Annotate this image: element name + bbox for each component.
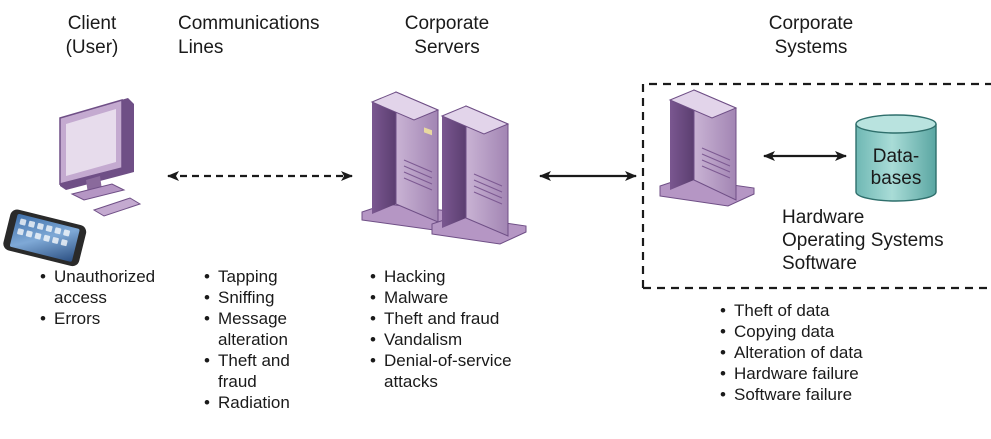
list-item: Radiation [204,392,290,413]
database-icon [855,114,937,202]
corporate-server-icon-2 [431,105,527,245]
list-item: Malware [370,287,512,308]
header-client-line1: Client [67,13,117,34]
list-item: Hacking [370,266,512,287]
header-systems-line1: Corporate [768,13,854,34]
component-software: Software [782,253,857,274]
list-item: Hardware failure [720,363,863,384]
list-item: Theft of data [720,300,863,321]
header-servers: Corporate Servers [392,12,502,60]
header-systems: Corporate Systems [756,12,866,60]
list-item: Sniffing [204,287,290,308]
corporate-systems-boundary [641,82,991,290]
corporate-systems-server-icon [659,89,755,207]
header-servers-line1: Corporate [404,13,490,34]
list-item: Copying data [720,321,863,342]
list-item: Errors [40,308,155,329]
list-item: Tapping [204,266,290,287]
header-client: Client (User) [52,12,132,60]
list-item: Alteration of data [720,342,863,363]
client-smartphone-icon [3,209,87,267]
database-label-line1: Data- [872,146,920,167]
systems-components: Hardware Operating Systems Software [782,206,944,275]
header-servers-line2: Servers [414,37,480,58]
database-label: Data- bases [856,146,936,190]
header-systems-line2: Systems [774,37,848,58]
list-item: Theft and fraud [370,308,512,329]
header-client-line2: (User) [65,37,119,58]
header-comm-line1: Communications [178,13,320,34]
list-item: Software failure [720,384,863,405]
header-communications: Communications Lines [178,12,320,60]
header-comm-line2: Lines [178,37,224,58]
server-vents [403,159,503,205]
client-computer-icon [59,98,142,217]
list-item: Vandalism [370,329,512,350]
system-threats-list: Theft of data Copying data Alteration of… [720,300,863,405]
server-threats-list: Hacking Malware Theft and fraud Vandalis… [370,266,512,392]
component-operating-systems: Operating Systems [782,230,944,251]
component-hardware: Hardware [782,207,865,228]
database-label-line2: bases [870,168,922,189]
